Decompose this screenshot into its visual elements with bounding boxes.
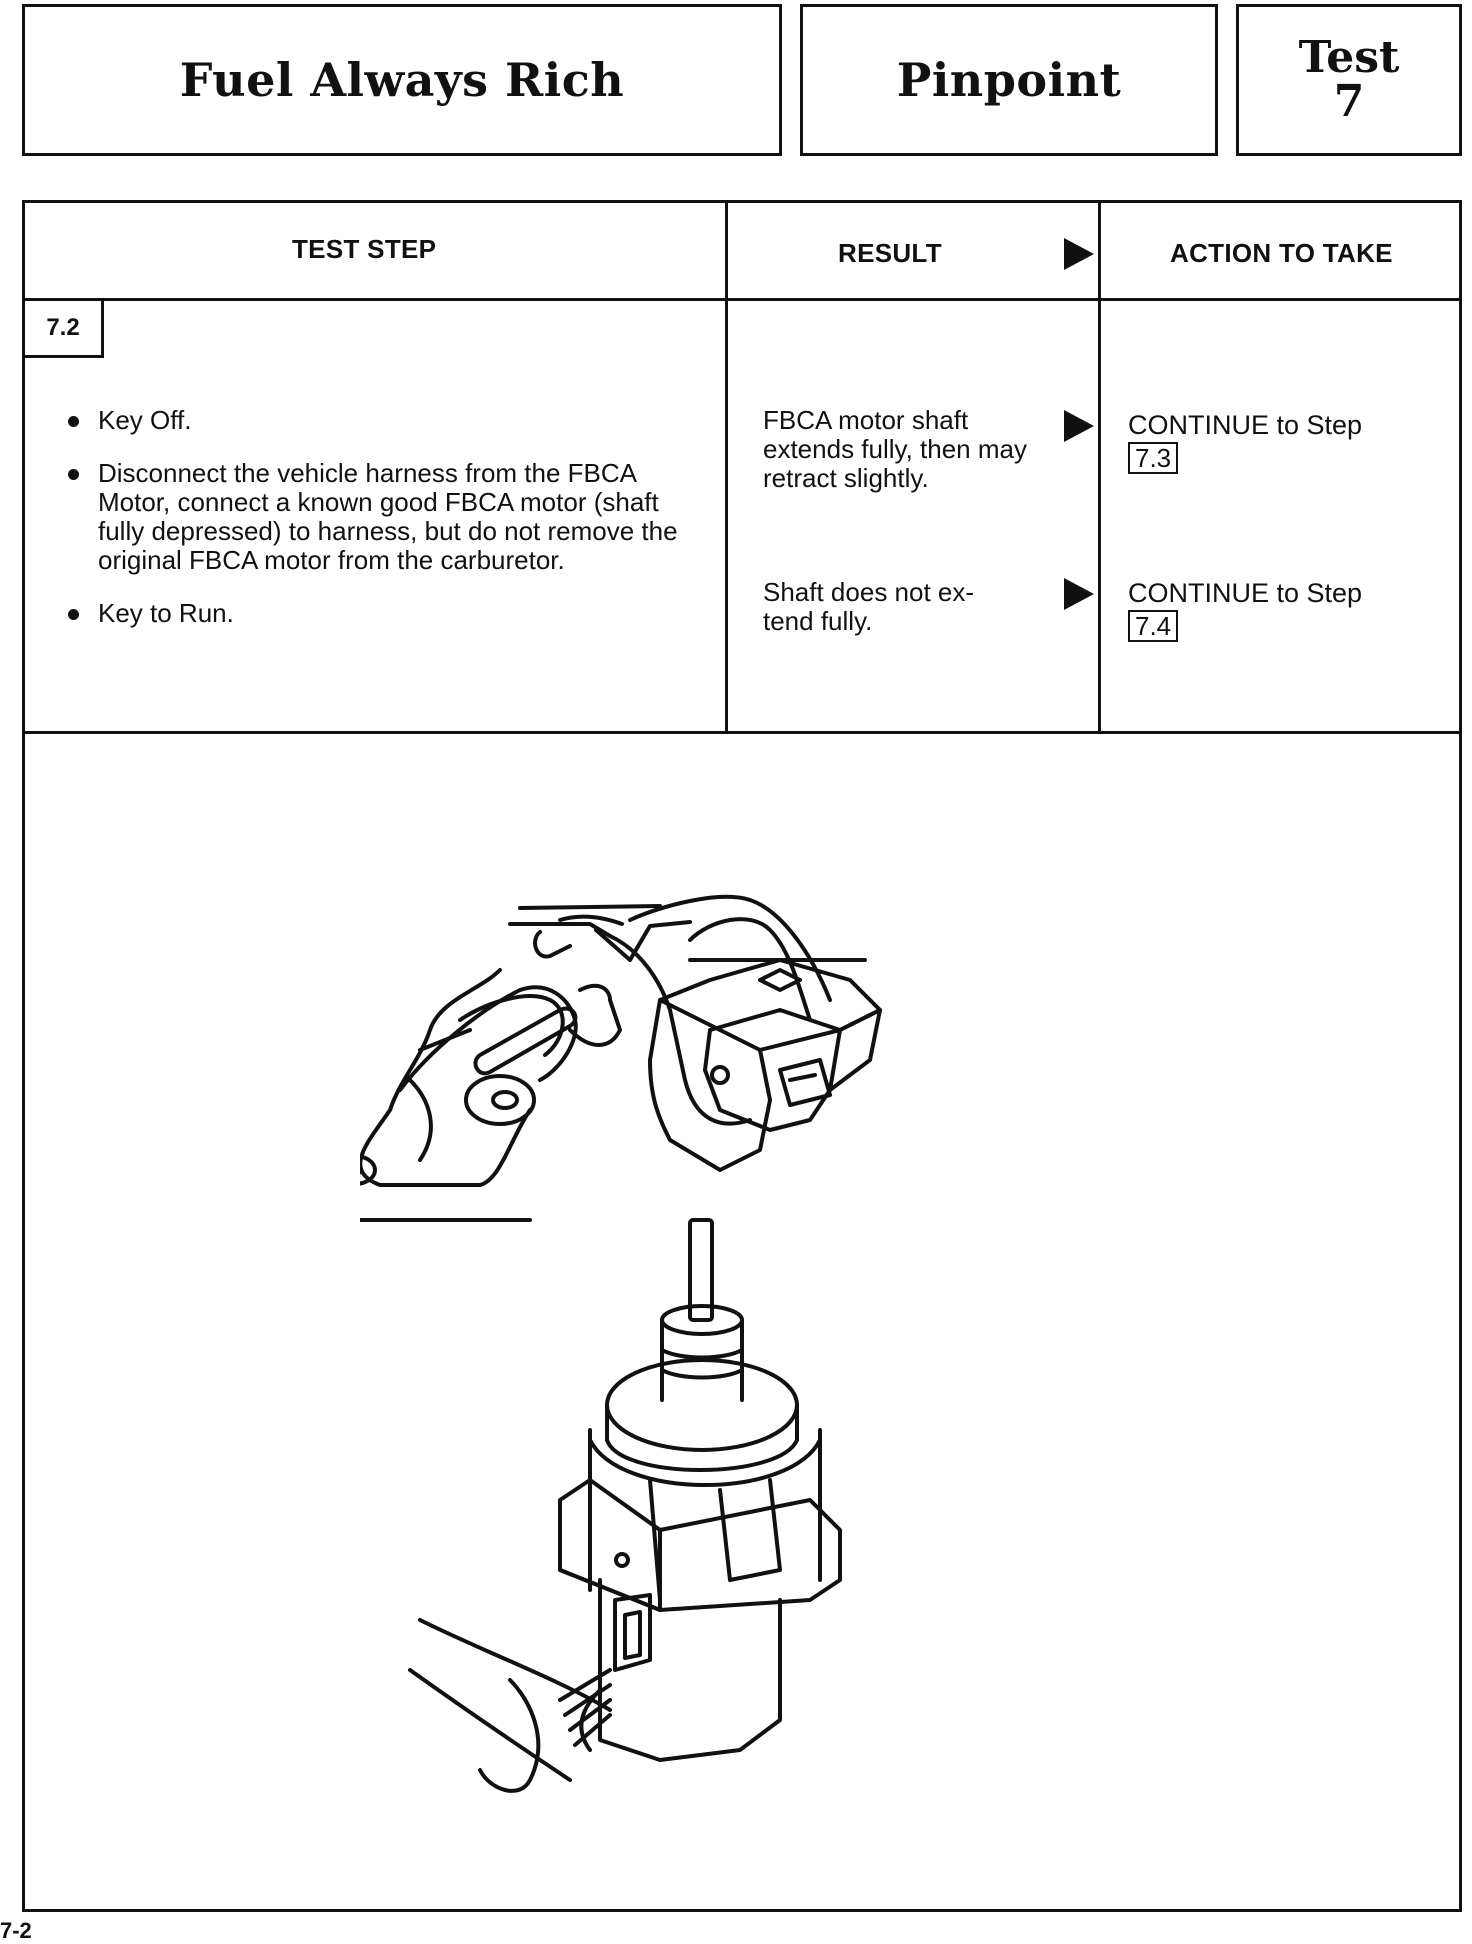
test-label: Test	[1298, 32, 1400, 83]
action-2-text: CONTINUE to Step	[1128, 578, 1363, 608]
section-label: Pinpoint	[896, 53, 1122, 107]
header-title-box: Fuel Always Rich	[22, 4, 782, 156]
page-title: Fuel Always Rich	[179, 53, 625, 107]
test-step-item: Key to Run.	[68, 599, 678, 628]
content-row-divider	[22, 731, 1462, 734]
action-2-step-ref: 7.4	[1128, 610, 1179, 642]
harness-connector-drawing	[648, 958, 882, 1172]
result-1-arrow-icon	[1064, 410, 1094, 442]
fbca-motor-illustration	[360, 894, 882, 1793]
step-number: 7.2	[46, 314, 80, 341]
test-table	[22, 200, 1462, 1912]
header-section-box: Pinpoint	[800, 4, 1218, 156]
header-row-divider	[22, 298, 1462, 301]
result-arrow-icon	[1064, 238, 1094, 270]
page-number: 7-2	[0, 1918, 32, 1943]
header-test-box: Test 7	[1236, 4, 1462, 156]
column-divider-1	[725, 200, 728, 733]
column-header-result: RESULT	[838, 238, 942, 268]
result-2-text: Shaft does not ex-tend fully.	[763, 577, 975, 636]
action-1-text: CONTINUE to Step	[1128, 410, 1363, 440]
action-1-step-ref: 7.3	[1128, 442, 1179, 474]
test-step-item: Disconnect the vehicle harness from the …	[68, 459, 678, 575]
fbca-motor-drawing	[408, 1218, 842, 1793]
test-step-item: Key Off.	[68, 406, 678, 435]
step-number-box: 7.2	[22, 298, 104, 358]
column-header-test-step: TEST STEP	[292, 234, 437, 264]
action-2: CONTINUE to Step 7.4	[1128, 578, 1448, 642]
column-header-action: ACTION TO TAKE	[1170, 238, 1393, 268]
carburetor-assembly-drawing	[360, 894, 867, 1222]
result-2-arrow-icon	[1064, 578, 1094, 610]
test-number: 7	[1333, 76, 1365, 127]
result-1-text: FBCA motor shaft extends fully, then may…	[763, 405, 1027, 493]
test-step-list: Key Off. Disconnect the vehicle harness …	[68, 406, 678, 652]
column-divider-2	[1098, 200, 1101, 733]
action-1: CONTINUE to Step 7.3	[1128, 410, 1448, 474]
